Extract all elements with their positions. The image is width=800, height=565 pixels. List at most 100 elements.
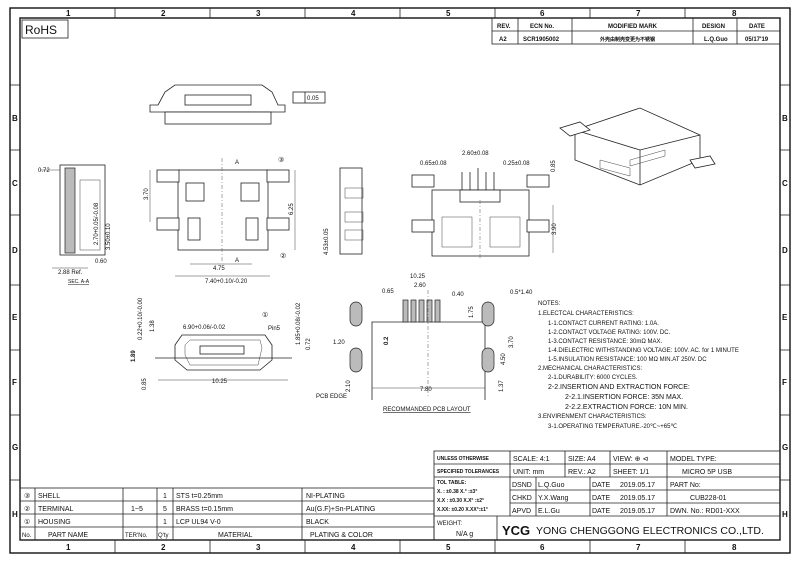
bom-part-name: TERMINAL: [38, 506, 74, 513]
check-date: 2019.05.17: [620, 495, 655, 502]
note-line: 3-1.OPERATING TEMPERATURE.-20℃~+65℃: [548, 424, 677, 430]
column-label: 3: [256, 9, 261, 18]
column-label: 5: [446, 9, 451, 18]
note-line: 1.ELECTCAL CHARACTERISTICS:: [538, 311, 634, 317]
column-label: 8: [732, 9, 737, 18]
note-line: 2-2.1.INSERTION FORCE: 35N MAX.: [565, 394, 683, 401]
section-label: SEC. A-A: [68, 279, 90, 285]
bom-material: LCP UL94 V-0: [176, 519, 221, 526]
revision-block: REV. ECN No. MODIFIED MARK DESIGN DATE A…: [491, 17, 781, 45]
note-line: 2-2.INSERTION AND EXTRACTION FORCE:: [548, 384, 690, 391]
tol-table-line: X.XX: ±0.20 X.XX°:±1°: [437, 507, 488, 513]
note-line: 2-2.2.EXTRACTION FORCE: 10N MIN.: [565, 404, 688, 411]
side-view: 4.53±0.05: [324, 167, 364, 255]
note-line: 3.ENVIRENMENT CHARACTERISTICS:: [538, 414, 647, 420]
tol-table-line: X. : ±0.38 X.° :±3°: [437, 489, 477, 495]
dim-label: 4.75: [213, 266, 225, 272]
part-no-label: PART No:: [670, 482, 701, 489]
dim-label: 7.40+0.10/-0.20: [205, 279, 248, 285]
approved-label: APVD: [512, 508, 531, 515]
tolerance-heading: UNLESS OTHERWISE: [437, 456, 490, 462]
bom-header: MATERIAL: [218, 532, 253, 539]
column-label: 4: [351, 543, 356, 552]
modified-mark-value: 外壳由制壳变更为不锈钢: [600, 36, 655, 43]
checked-label: CHKD: [512, 495, 532, 502]
row-label: G: [782, 443, 788, 452]
note-line: 1-3.CONTACT RESISTANCE: 30mΩ MAX.: [548, 339, 663, 345]
dim-label: 2.60±0.08: [462, 151, 489, 157]
row-label: H: [782, 510, 788, 519]
design-date: 2019.05.17: [620, 482, 655, 489]
dim-label: 6.90+0.06/-0.02: [183, 325, 226, 331]
dim-label: 0.85: [551, 160, 557, 172]
column-label: 5: [446, 543, 451, 552]
dim-label: 0.65: [382, 289, 394, 295]
approved-name: E.L.Gu: [538, 508, 560, 515]
ecn-header: ECN No.: [530, 24, 554, 30]
date-value: 05/17'19: [745, 37, 769, 43]
column-label: 4: [351, 9, 356, 18]
row-label: G: [12, 443, 18, 452]
dim-label: 0.72: [38, 168, 50, 174]
column-label: 1: [66, 9, 71, 18]
weight-label: WEIGHT:: [437, 521, 462, 527]
bom-qty: 1: [163, 493, 167, 500]
sheet-value: SHEET: 1/1: [613, 469, 649, 476]
flatness-value: 0.05: [307, 96, 319, 102]
dim-label: 0.22+0.10/-0.00: [138, 297, 144, 340]
designed-name: L.Q.Guo: [538, 482, 565, 489]
callout-3: ③: [278, 156, 284, 164]
dim-label: 6.25: [289, 203, 295, 215]
bom-no: ③: [24, 492, 30, 500]
dim-label: 0.5*1.40: [510, 290, 533, 296]
date-label: DATE: [592, 508, 610, 515]
scale-value: SCALE: 4:1: [513, 456, 550, 463]
row-label: F: [12, 378, 17, 387]
column-label: 2: [161, 543, 166, 552]
dim-label: 3.50±0.10: [106, 223, 112, 250]
row-label: E: [782, 313, 788, 322]
rear-view: 2.60±0.08 0.65±0.08 0.25±0.08 0.85 3.90: [411, 151, 558, 258]
checked-name: Y.X.Wang: [538, 495, 568, 502]
ecn-value: SCR1905002: [523, 37, 560, 43]
tolerance-heading: SPECIFIED TOLERANCES: [437, 469, 500, 475]
bom-no: ①: [24, 518, 30, 526]
dim-label: 1.85+0.08/-0.02: [296, 302, 302, 345]
weight-value: N/A g: [456, 531, 473, 538]
rohs-label: RoHS: [25, 23, 57, 37]
dim-label: 3.70: [509, 336, 515, 348]
section-marker: A: [235, 160, 239, 166]
date-label: DATE: [592, 495, 610, 502]
company-logo: YCG: [502, 523, 530, 538]
note-line: 2-1.DURABILITY: 6000 CYCLES.: [548, 375, 638, 381]
design-value: L.Q.Guo: [704, 37, 728, 43]
pin5-label: Pin5: [268, 326, 281, 332]
flatness-frame: [292, 91, 326, 104]
top-view: 0.05: [149, 84, 326, 125]
column-label: 6: [540, 9, 545, 18]
bom-header: No.: [22, 533, 32, 539]
bom-part-name: HOUSING: [38, 519, 71, 526]
unit-value: UNIT: mm: [513, 469, 544, 476]
bom-material: BRASS t=0.15mm: [176, 506, 233, 513]
isometric-view: [559, 107, 716, 186]
column-label: 6: [540, 543, 545, 552]
column-label: 8: [732, 543, 737, 552]
callout-1: ①: [262, 311, 268, 319]
rev-header: REV.: [497, 24, 511, 30]
company-name: YONG CHENGGONG ELECTRONICS CO.,LTD.: [536, 525, 764, 537]
row-label: C: [12, 179, 18, 188]
column-label: 7: [636, 9, 641, 18]
date-label: DATE: [592, 482, 610, 489]
dim-label: 1.37: [499, 380, 505, 392]
pcb-edge-label: PCB EDGE: [316, 394, 347, 400]
note-line: 1-2.CONTACT VOLTAGE RATING: 100V. DC.: [548, 330, 671, 336]
bom-header: TER'No.: [125, 533, 148, 539]
column-label: 3: [256, 543, 261, 552]
dim-label: 3.90: [552, 223, 558, 235]
dim-label: 0.85: [142, 378, 148, 390]
bom-plating: BLACK: [306, 519, 329, 526]
date-header: DATE: [749, 24, 765, 30]
dim-label: 0.40: [452, 292, 464, 298]
